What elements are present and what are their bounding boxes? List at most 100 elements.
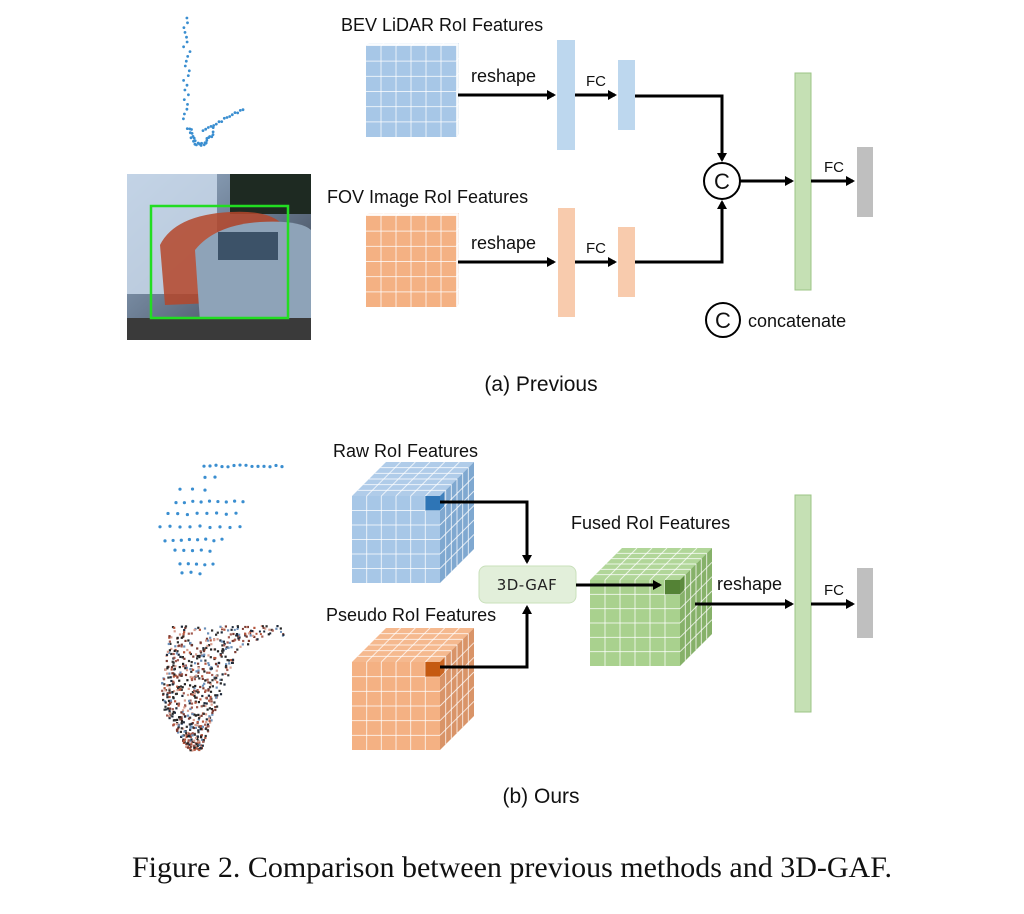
pseudo-point [187,739,190,742]
pseudo-point [197,701,200,704]
raw-point [233,499,237,503]
pseudo-point [182,727,185,730]
raw-point [198,572,202,576]
pseudo-point [175,723,178,726]
raw-point [178,525,182,529]
raw-point [208,549,212,553]
pseudo-point [166,666,169,669]
pseudo-point [207,730,210,733]
pseudo-point [220,640,223,643]
pseudo-point [244,633,247,636]
lidar-point [188,50,192,53]
lidar-point [210,135,214,139]
pseudo-point [198,715,201,718]
raw-point [226,465,230,469]
pseudo-point [193,692,196,695]
pseudo-point [186,679,189,682]
pseudo-point [233,628,236,631]
raw-point [203,475,207,479]
pseudo-point [176,659,179,662]
lidar-point [204,141,208,145]
pseudo-point [193,628,196,632]
pseudo-point [199,685,202,689]
lidar-point [182,117,185,121]
pseudo-point [196,721,199,724]
raw-point [199,548,203,552]
lidar-point [186,55,190,58]
pseudo-point [168,712,171,715]
pseudo-point [246,625,249,629]
pseudo-point [221,651,224,654]
pseudo-point [216,631,219,634]
pseudo-point [226,641,229,644]
raw-point [198,524,202,528]
pseudo-point [166,650,169,653]
raw-point [178,487,182,491]
pseudo-point [211,673,214,677]
pseudo-point [200,705,203,708]
panel-a: BEV LiDAR RoI Features FOV Image RoI Fea… [127,15,873,396]
raw-point [216,499,220,504]
pseudo-point [205,639,208,642]
highlighted-voxel [665,580,680,595]
pseudo-point [179,671,182,674]
pseudo-point [207,688,210,691]
pseudo-point [187,687,190,690]
pseudo-point [196,647,199,650]
pseudo-point [194,736,198,739]
concat-legend: C concatenate [705,302,846,338]
concat-node: C [703,162,741,200]
pseudo-point [253,626,256,629]
lidar-point [189,136,193,140]
pseudo-point [216,665,219,668]
pseudo-point [199,727,203,730]
pseudo-point [178,688,181,691]
fused-flat-vector [794,494,812,713]
reshape-label-b: reshape [717,574,782,594]
pseudo-point [165,659,168,663]
pseudo-point [188,735,191,738]
lidar-point [183,88,187,92]
pseudo-point [225,663,228,666]
raw-point [207,499,212,503]
pseudo-point [247,639,250,642]
pseudo-point [204,659,207,662]
pseudo-point [171,660,174,663]
pseudo-point [191,691,194,694]
pseudo-point [178,716,181,719]
pseudo-point [216,681,219,684]
pseudo-point [197,662,200,665]
pseudo-point [172,652,175,656]
pseudo-point [168,689,171,692]
pseudo-point [203,682,206,685]
raw-point [194,562,199,566]
pseudo-point [171,626,175,629]
pseudo-point [180,636,183,639]
pseudo-point [190,693,193,696]
subcaption-a: (a) Previous [484,373,597,396]
lidar-point [182,79,186,82]
reshape-label-top: reshape [471,66,536,86]
pseudo-point [168,684,171,687]
pseudo-point [203,648,206,651]
pseudo-point [167,707,170,710]
pseudo-point [193,678,196,681]
pseudo-point [227,659,231,662]
lidar-point [195,143,198,147]
pseudo-point [223,628,226,631]
pseudo-point [188,651,191,654]
pseudo-point [187,632,190,635]
pseudo-point [193,745,196,748]
pseudo-point [210,703,213,706]
pseudo-point [249,632,252,635]
pseudo-point [220,655,223,658]
pseudo-point [197,718,200,721]
pseudo-point [194,662,197,665]
pseudo-point [168,649,171,652]
pseudo-point [189,668,192,671]
pseudo-point [202,687,205,690]
pseudo-point [208,686,212,689]
pseudo-point [184,673,188,677]
pseudo-point [221,649,224,652]
pseudo-point [192,676,195,679]
